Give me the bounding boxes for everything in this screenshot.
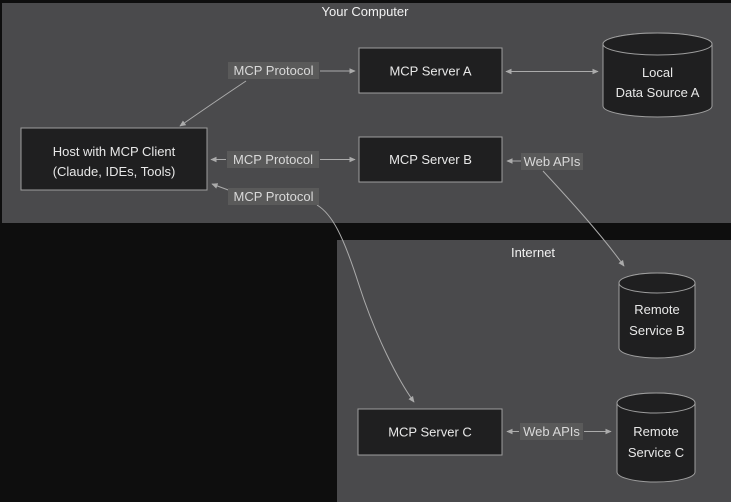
cylinder-top (618, 272, 696, 294)
edge-host-serverc-right (316, 204, 415, 403)
node-label-line1: Remote (633, 424, 679, 439)
edge-host-serverc-left (211, 183, 232, 192)
edge-label-mcp-protocol-a: MCP Protocol (228, 62, 319, 79)
edge-label-web-apis-b: Web APIs (521, 153, 583, 170)
node-label-line1: Local (642, 65, 673, 80)
node-label-line2: (Claude, IDEs, Tools) (53, 164, 176, 179)
node-box (358, 47, 503, 94)
node-label-line1: Host with MCP Client (53, 144, 176, 159)
edge-label-bg (227, 151, 319, 168)
node-remote-service-b: Remote Service B (618, 272, 696, 359)
edge-label-text: MCP Protocol (234, 63, 314, 78)
edge-label-bg (520, 423, 583, 440)
node-label-line2: Service C (628, 445, 684, 460)
node-mcp-server-c: MCP Server C (357, 408, 503, 456)
internet-region-title: Internet (511, 245, 555, 260)
node-box (20, 127, 208, 191)
edge-label-text: MCP Protocol (233, 152, 313, 167)
edge-label-mcp-protocol-b: MCP Protocol (227, 151, 319, 168)
edge-host-servera-left (179, 80, 247, 127)
node-label: MCP Server C (388, 425, 472, 440)
edge-label-text: MCP Protocol (234, 189, 314, 204)
node-label-line2: Data Source A (616, 85, 700, 100)
node-local-data-source-a: Local Data Source A (602, 32, 713, 118)
node-label-line1: Remote (634, 302, 680, 317)
edge-label-web-apis-c: Web APIs (520, 423, 583, 440)
your-computer-region-title: Your Computer (322, 4, 410, 19)
edge-label-text: Web APIs (524, 154, 581, 169)
node-label-line2: Service B (629, 323, 685, 338)
cylinder-top (616, 392, 696, 414)
edge-label-text: Web APIs (523, 424, 580, 439)
node-mcp-server-a: MCP Server A (358, 47, 503, 94)
node-host-with-mcp-client: Host with MCP Client (Claude, IDEs, Tool… (20, 127, 208, 191)
edge-label-bg (228, 62, 319, 79)
node-box (358, 136, 503, 183)
edge-label-mcp-protocol-c: MCP Protocol (228, 188, 319, 205)
node-label: MCP Server B (389, 152, 472, 167)
edge-label-bg (521, 153, 583, 170)
node-box (357, 408, 503, 456)
node-label: MCP Server A (389, 64, 471, 79)
edge-label-bg (228, 188, 319, 205)
node-mcp-server-b: MCP Server B (358, 136, 503, 183)
cylinder-top (602, 32, 713, 56)
edge-serverb-remoteb (542, 170, 625, 267)
node-remote-service-c: Remote Service C (616, 392, 696, 483)
